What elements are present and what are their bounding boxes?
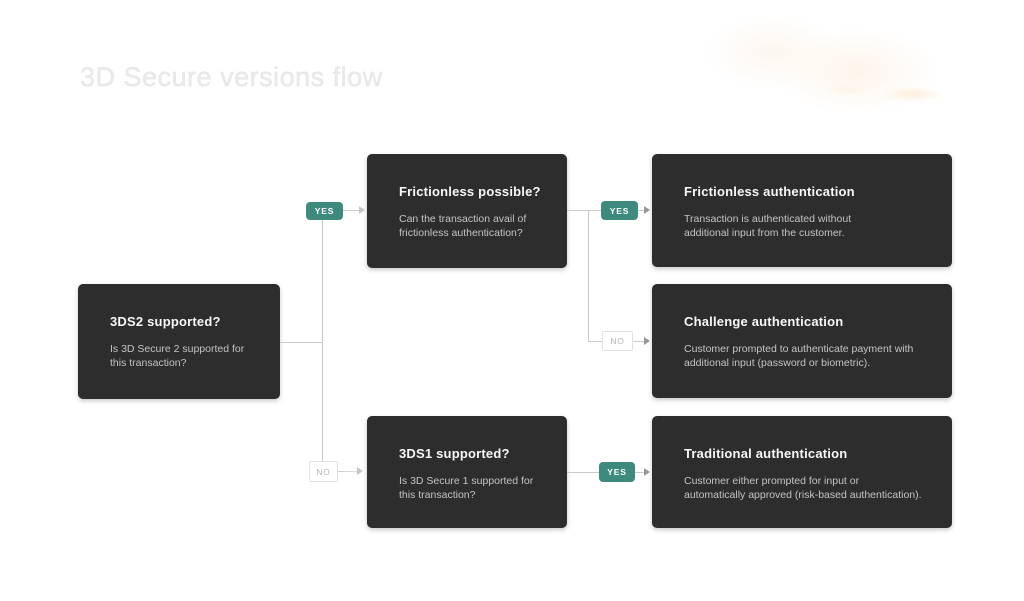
node-description: Is 3D Secure 2 supported for this transa…	[110, 343, 245, 369]
edge-3ds2-out-line	[280, 342, 322, 343]
node-title: 3DS1 supported?	[399, 446, 510, 461]
node-3ds1-supported: 3DS1 supported? Is 3D Secure 1 supported…	[367, 416, 567, 528]
arrowhead-to-frictionless-possible	[359, 206, 365, 214]
node-title: Traditional authentication	[684, 446, 848, 461]
node-title: Frictionless possible?	[399, 184, 541, 199]
edge-yes-to-frictionless-auth-line	[638, 210, 644, 211]
arrowhead-to-3ds1	[357, 467, 363, 475]
node-title: 3DS2 supported?	[110, 314, 221, 329]
node-title: Challenge authentication	[684, 314, 844, 329]
edge-yes-to-frictionless-possible-line	[343, 210, 362, 211]
node-description: Can the transaction avail of frictionles…	[399, 213, 527, 239]
edge-3ds1-out-line	[567, 472, 599, 473]
edge-3ds2-branch-line	[322, 220, 323, 461]
edge-yes-to-traditional-line	[635, 472, 644, 473]
edge-no-to-3ds1-line	[338, 471, 359, 472]
edge-label-yes-3ds2: YES	[306, 202, 343, 220]
edge-no-to-challenge-line	[633, 341, 644, 342]
node-traditional-authentication: Traditional authentication Customer eith…	[652, 416, 952, 528]
edge-label-yes-3ds1: YES	[599, 462, 635, 482]
edge-branch-to-no-line	[588, 341, 602, 342]
watermark	[690, 0, 960, 115]
edge-frictionless-possible-out-line	[567, 210, 601, 211]
node-title: Frictionless authentication	[684, 184, 855, 199]
arrowhead-to-traditional-authentication	[644, 468, 650, 476]
arrowhead-to-frictionless-authentication	[644, 206, 650, 214]
node-description: Is 3D Secure 1 supported for this transa…	[399, 475, 534, 501]
node-frictionless-authentication: Frictionless authentication Transaction …	[652, 154, 952, 267]
edge-label-no-3ds2: NO	[309, 461, 338, 482]
node-3ds2-supported: 3DS2 supported? Is 3D Secure 2 supported…	[78, 284, 280, 399]
node-description: Customer prompted to authenticate paymen…	[684, 343, 914, 369]
node-challenge-authentication: Challenge authentication Customer prompt…	[652, 284, 952, 398]
node-description: Customer either prompted for input or au…	[684, 475, 922, 501]
node-frictionless-possible: Frictionless possible? Can the transacti…	[367, 154, 567, 268]
edge-label-yes-frictionless: YES	[601, 201, 638, 220]
arrowhead-to-challenge-authentication	[644, 337, 650, 345]
node-description: Transaction is authenticated without add…	[684, 213, 852, 239]
page-title: 3D Secure versions flow	[80, 62, 383, 92]
edge-label-no-frictionless: NO	[602, 331, 633, 351]
edge-frictionless-possible-branch-line	[588, 210, 589, 341]
